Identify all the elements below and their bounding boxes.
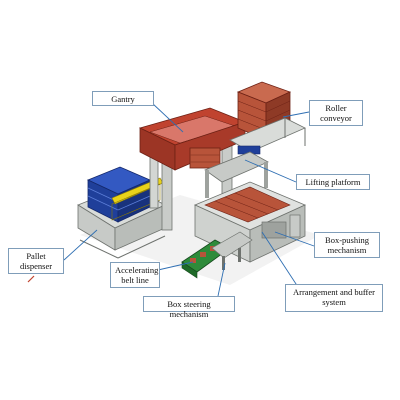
callout-pallet-dispenser: Pallet dispenser [8,248,64,274]
callout-gantry: Gantry [92,91,154,106]
blue-pallet-stack [86,166,152,223]
callout-box-steering: Box steering mechanism [143,296,235,319]
callout-box-pushing: Box-pushing mechanism [314,232,380,258]
callout-accelerating-belt: Accelerating belt line [110,262,160,288]
callout-roller-conveyor: Roller conveyor [309,100,363,126]
origin-marker [27,275,35,283]
callout-lifting-platform: Lifting platform [296,174,370,190]
callout-arrangement-buffer: Arrangement and buffer system [285,284,383,312]
gantry-gripper [189,147,221,169]
